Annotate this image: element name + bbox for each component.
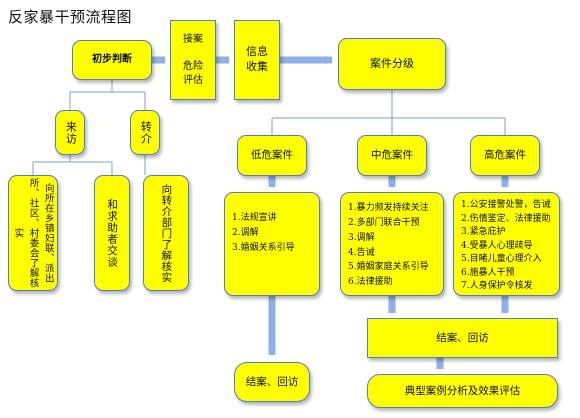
high-risk-label: 高危案件 (484, 149, 526, 162)
high-risk-measures[interactable]: 1.公安接警处警，告诫 2.伤情鉴定、法律援助 3.紧急庇护 4.受暴人心理疏导… (453, 192, 560, 296)
case-intake-node[interactable]: 接案 危险 评估 (170, 20, 216, 100)
vertical-arrows (268, 176, 509, 370)
source-visit-label: 来访 (64, 120, 78, 145)
case-analysis-node[interactable]: 典型案例分析及效果评估 (367, 374, 558, 408)
case-analysis-label: 典型案例分析及效果评估 (404, 384, 521, 397)
list-item: 1.暴力频发持续关注 (348, 203, 429, 213)
list-item: 6.施暴人干预 (461, 267, 515, 278)
initial-judgment-label: 初步判断 (92, 54, 132, 66)
close-mid-high-node[interactable]: 结案、回访 (367, 318, 558, 358)
initial-judgment-node[interactable]: 初步判断 (72, 40, 152, 80)
list-item: 7.人身保护令核发 (461, 281, 533, 291)
info-collection-node[interactable]: 信息 收集 (234, 20, 280, 100)
page-title: 反家暴干预流程图 (8, 8, 133, 26)
case-grading-node[interactable]: 案件分级 (338, 38, 446, 90)
referral-label: 转介 (139, 120, 153, 145)
judgment-branch-lines (32, 80, 146, 175)
assist-detail-label: 和求助者交谈 (106, 198, 119, 268)
mid-risk-label: 中危案件 (371, 149, 413, 162)
close-mid-high-label: 结案、回访 (436, 331, 489, 344)
list-item: 5.目睹儿童心理介入 (461, 254, 542, 264)
high-risk-node[interactable]: 高危案件 (470, 135, 540, 176)
referral-detail-node[interactable]: 向转介部门了解核实 (143, 175, 189, 291)
close-low-label: 结案、回访 (245, 375, 299, 388)
grading-branch-lines (271, 90, 506, 135)
referral-detail-label: 向转介部门了解核实 (160, 183, 173, 283)
info-collection-label: 信息 收集 (246, 45, 268, 73)
list-item: 1.公安接警处警，告诫 (461, 200, 551, 210)
case-intake-label: 接案 危险 评估 (183, 34, 203, 86)
source-detail-label: 向所在乡镇妇联、派出所、社区、村委会了解核实 (12, 178, 54, 288)
source-visit-node[interactable]: 来访 (55, 110, 85, 155)
mid-risk-measures[interactable]: 1.暴力频发持续关注 2.多部门联合干预 3.调解 4.告诫 5.婚姻家庭关系引… (340, 192, 444, 296)
list-item: 2.伤情鉴定、法律援助 (461, 213, 551, 224)
mid-risk-node[interactable]: 中危案件 (357, 135, 427, 176)
low-risk-measures[interactable]: 1.法规宣讲 2.调解 3.婚姻关系引导 (224, 192, 320, 296)
list-item: 3.紧急庇护 (461, 227, 506, 237)
list-item: 6.法律援助 (348, 277, 393, 288)
assist-detail-node[interactable]: 和求助者交谈 (94, 175, 130, 291)
list-item: 4.告诫 (348, 247, 375, 258)
list-item: 2.调解 (232, 227, 259, 238)
list-item: 3.婚姻关系引导 (232, 242, 295, 253)
list-item: 4.受暴人心理疏导 (461, 240, 533, 251)
case-grading-label: 案件分级 (370, 56, 414, 70)
referral-node[interactable]: 转介 (130, 110, 160, 155)
low-risk-node[interactable]: 低危案件 (237, 135, 307, 176)
low-risk-label: 低危案件 (251, 149, 293, 162)
list-item: 3.调解 (348, 232, 375, 243)
source-detail-node[interactable]: 向所在乡镇妇联、派出所、社区、村委会了解核实 (8, 175, 58, 291)
close-low-node[interactable]: 结案、回访 (234, 362, 310, 402)
list-item: 2.多部门联合干预 (348, 217, 420, 228)
list-item: 1.法规宣讲 (232, 213, 277, 223)
list-item: 5.婚姻家庭关系引导 (348, 262, 429, 273)
